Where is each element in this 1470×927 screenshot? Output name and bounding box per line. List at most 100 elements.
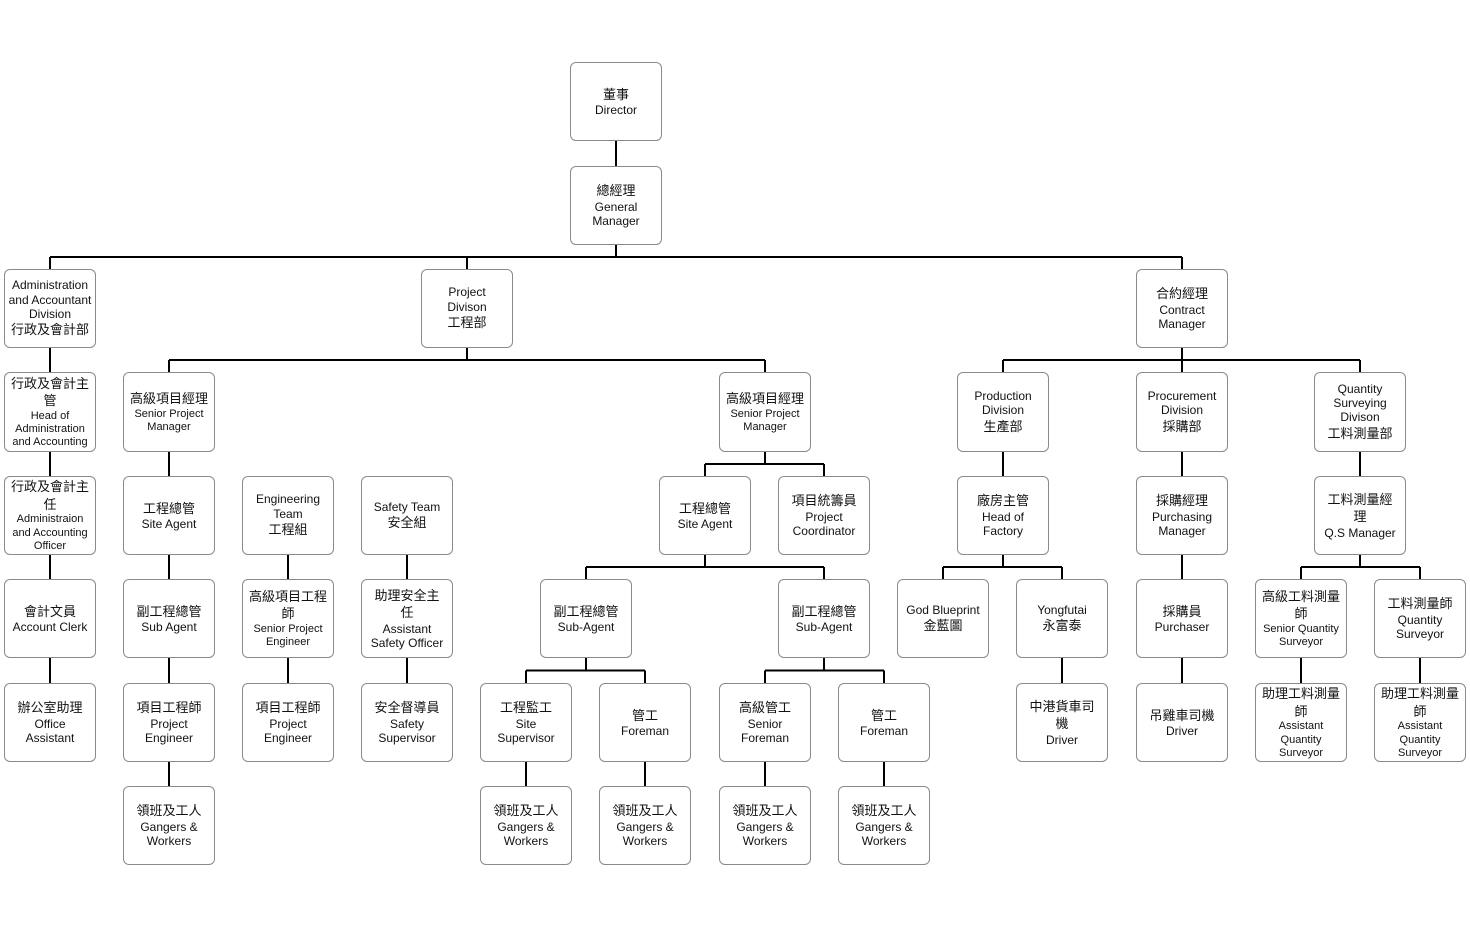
node-text-line: 中港貨車司 <box>1029 698 1095 714</box>
node-text-line: 行政及會計主 <box>10 479 89 495</box>
node-text-line: Workers <box>742 834 788 849</box>
node-text-line: Driver <box>1046 732 1078 747</box>
node-text-line: 項目工程師 <box>255 700 321 716</box>
node-text-line: Assistant <box>382 621 432 636</box>
node-text-line: Procurement <box>1147 388 1217 403</box>
node-text-line: Safety Team <box>373 499 441 514</box>
node-text-line: 金藍圖 <box>923 617 963 633</box>
node-text-line: 行政及會計部 <box>10 322 89 338</box>
node-text-line: Quantity <box>1399 733 1441 746</box>
node-text-line: Team <box>273 506 303 521</box>
node-text-line: 安全組 <box>387 514 427 530</box>
node-text-line: 廠房主管 <box>976 493 1029 509</box>
node-text-line: 採購部 <box>1162 418 1202 434</box>
node-text-line: Driver <box>1166 724 1198 739</box>
node-text-line: Manager <box>592 214 640 229</box>
node-text-line: Contract <box>1159 302 1205 317</box>
node-text-line: 任 <box>43 496 57 512</box>
node-text-line: Coordinator <box>792 524 856 539</box>
node-text-line: Engineering <box>255 492 321 507</box>
node-text-line: 永富泰 <box>1042 617 1082 633</box>
node-text-line: 項目統籌員 <box>791 493 857 509</box>
node-text-line: Site <box>515 716 537 731</box>
node-text-line: Senior Project <box>730 407 800 420</box>
node-text-line: Assistant <box>1397 720 1443 733</box>
node-text-line: 會計文員 <box>23 603 76 619</box>
node-text-line: 總經理 <box>596 183 636 199</box>
node-text-line: Sub-Agent <box>557 620 615 635</box>
node-text-line: Manager <box>147 420 191 433</box>
node-text-line: 高級管工 <box>738 700 791 716</box>
node-text-line: Workers <box>146 834 192 849</box>
node-text-line: Engineer <box>265 636 311 649</box>
node-text-line: 高級工料測量 <box>1261 588 1340 604</box>
node-text-line: 工料測量經 <box>1327 491 1393 507</box>
node-text-line: Yongfutai <box>1037 602 1087 617</box>
node-text-line: Q.S Manager <box>1324 525 1396 540</box>
node-text-line: 理 <box>1353 509 1367 525</box>
node-text-line: Quantity <box>1337 381 1383 396</box>
node-text-line: Director <box>594 103 637 118</box>
node-text-line: Senior Project <box>134 407 204 420</box>
node-text-line: God Blueprint <box>906 602 980 617</box>
node-text-line: 師 <box>1413 703 1427 719</box>
node-text-line: and Accountant <box>8 292 92 307</box>
node-text-line: Safety Officer <box>370 636 444 651</box>
node-text-line: Assistant <box>1278 720 1324 733</box>
node-text-line: 合約經理 <box>1155 286 1208 302</box>
node-text-line: Senior Project <box>253 622 323 635</box>
node-text-line: Sub-Agent <box>795 620 853 635</box>
node-text-line: and Accounting <box>12 526 88 539</box>
node-text-line: Manager <box>1158 317 1206 332</box>
node-text-line: Division <box>1160 403 1203 418</box>
node-text-line: Manager <box>743 420 787 433</box>
node-text-line: Divison <box>1340 410 1380 425</box>
node-text-line: 管工 <box>631 707 658 723</box>
node-text-line: Workers <box>503 834 549 849</box>
node-text-line: Gangers & <box>855 819 913 834</box>
node-text-line: 工程組 <box>268 522 308 538</box>
node-text-line: 高級項目經理 <box>129 391 208 407</box>
node-text-line: Sub Agent <box>141 620 197 635</box>
node-text-line: Administration <box>11 278 89 293</box>
node-text-line: 生產部 <box>983 418 1023 434</box>
node-text-line: Project <box>269 716 307 731</box>
node-text-line: Foreman <box>740 731 790 746</box>
node-text-line: 副工程總管 <box>136 603 202 619</box>
node-text-line: Gangers & <box>497 819 555 834</box>
node-text-line: Workers <box>861 834 907 849</box>
node-text-line: Site Agent <box>141 517 197 532</box>
node-text-line: Engineer <box>263 731 313 746</box>
node-text-line: 師 <box>281 606 295 622</box>
node-text-line: 工程總管 <box>678 500 731 516</box>
node-text-line: Officer <box>33 539 67 552</box>
node-text-line: Project <box>150 716 188 731</box>
node-text-line: Foreman <box>620 724 670 739</box>
node-text-line: 領班及工人 <box>851 803 917 819</box>
node-text-line: 副工程總管 <box>553 603 619 619</box>
node-text-line: Senior <box>747 716 783 731</box>
